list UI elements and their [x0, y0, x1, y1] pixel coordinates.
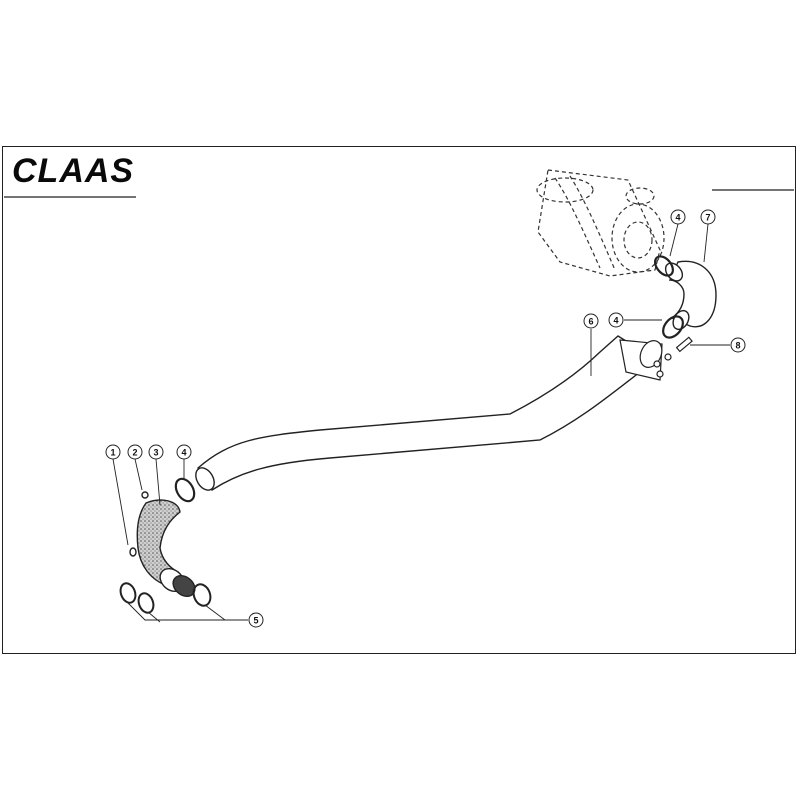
- svg-text:7: 7: [705, 213, 710, 223]
- svg-text:5: 5: [253, 616, 258, 626]
- clamp-upper: [654, 255, 674, 277]
- clamp-set-5: [119, 582, 212, 614]
- svg-text:4: 4: [613, 316, 618, 326]
- callout-1: 1: [105, 444, 121, 460]
- callout-8: 8: [730, 337, 746, 353]
- claas-logo: CLAAS: [12, 152, 134, 190]
- callout-7: 7: [700, 209, 716, 225]
- svg-text:8: 8: [735, 341, 740, 351]
- clamp-lower: [174, 477, 196, 503]
- svg-text:2: 2: [132, 448, 137, 458]
- elbow-hose: [664, 260, 717, 331]
- svg-text:6: 6: [588, 317, 593, 327]
- small-fittings: [129, 491, 149, 557]
- callout-4c: 4: [670, 209, 686, 225]
- callout-3: 3: [148, 444, 164, 460]
- oring-1: [129, 547, 137, 557]
- svg-text:4: 4: [675, 213, 680, 223]
- pipe-main: [195, 335, 651, 491]
- callout-2: 2: [127, 444, 143, 460]
- callout-5: 5: [248, 612, 264, 628]
- callout-4a: 4: [176, 444, 192, 460]
- logo-text: CLAAS: [12, 152, 134, 190]
- bolt: [653, 336, 693, 378]
- clamp-middle: [662, 315, 684, 339]
- flexible-hose: [136, 499, 196, 598]
- callout-4b: 4: [608, 312, 624, 328]
- leader-lines: [112, 223, 730, 623]
- hose-clamps: [174, 255, 684, 503]
- air-filter-housing: [536, 169, 665, 277]
- svg-text:3: 3: [153, 448, 158, 458]
- callout-6: 6: [583, 313, 599, 329]
- plug-2: [141, 491, 149, 499]
- diagram-frame: [2, 146, 796, 654]
- svg-text:1: 1: [110, 448, 115, 458]
- svg-text:4: 4: [181, 448, 186, 458]
